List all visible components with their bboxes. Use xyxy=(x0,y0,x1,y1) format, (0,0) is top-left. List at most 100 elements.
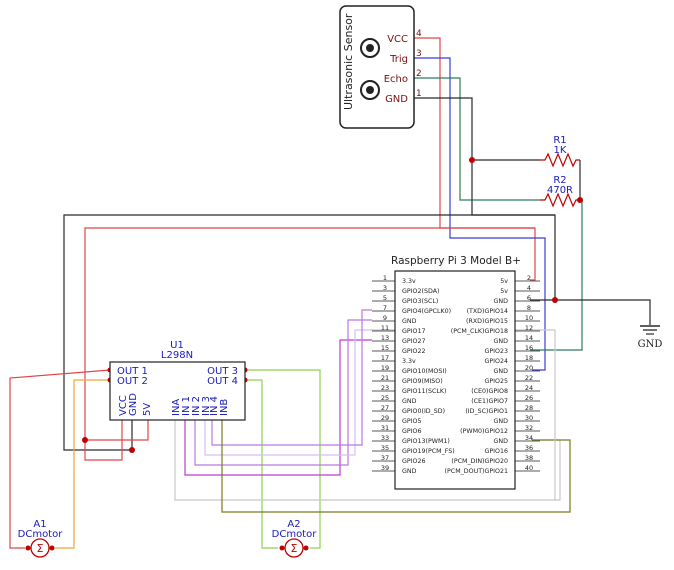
pi-pin-label-right: (PWM0)GPIO12 xyxy=(460,428,508,435)
pi-pin-number-right: 18 xyxy=(525,354,533,362)
r1-value: 1K xyxy=(554,145,567,156)
dc-motor-icon xyxy=(30,538,50,558)
resistor-r1: R1 1K xyxy=(540,135,580,168)
r2-value: 470R xyxy=(547,185,573,196)
motor-terminal xyxy=(303,545,309,551)
pi-pin-number-right: 40 xyxy=(525,464,533,472)
motor-a1-ref: A1 xyxy=(33,519,46,530)
sensor-title: Ultrasonic Sensor xyxy=(342,13,355,110)
driver-pin-vcc: VCC xyxy=(118,395,129,416)
pi-pin-number-left: 35 xyxy=(381,444,389,452)
pi-pin-number-right: 2 xyxy=(527,274,531,282)
l298n-driver: U1 L298N OUT 1 OUT 2 OUT 3 OUT 4 VCC GND… xyxy=(109,340,246,421)
driver-pin-gnd: GND xyxy=(128,393,139,416)
pi-pin-label-left: GPIO17 xyxy=(402,328,426,335)
wire-driver-5v xyxy=(85,420,149,441)
wire-in1 xyxy=(184,339,372,476)
driver-out3-label: OUT 3 xyxy=(207,366,238,377)
sensor-pin-vcc-label: VCC xyxy=(387,34,408,45)
sensor-pin-gnd-label: GND xyxy=(385,94,408,105)
sensor-transducer-core xyxy=(366,86,374,94)
pi-pin-label-left: GND xyxy=(402,398,417,405)
pi-pin-number-right: 12 xyxy=(525,324,533,332)
pi-body xyxy=(394,270,516,490)
pi-pin-number-right: 8 xyxy=(527,304,531,312)
wire-sensor-trig xyxy=(414,57,546,371)
wire-out4 xyxy=(245,379,278,549)
pi-pin-label-left: GPIO27 xyxy=(402,338,426,345)
pi-pin-number-right: 28 xyxy=(525,404,533,412)
driver-ref: U1 xyxy=(170,340,184,351)
driver-pin-inb: INB xyxy=(219,399,230,416)
pi-pin-label-right: GND xyxy=(494,368,509,375)
driver-out4-label: OUT 4 xyxy=(207,376,238,387)
sensor-body xyxy=(339,5,415,129)
pi-pin-number-left: 19 xyxy=(381,364,389,372)
pi-pin-label-left: GND xyxy=(402,468,417,475)
pi-pin-label-right: GND xyxy=(494,418,509,425)
wire-in4 xyxy=(211,309,372,446)
pi-pin-label-left: GPIO13(PWM1) xyxy=(402,438,450,445)
pi-pin-label-right: (PCM_DIN)GPIO20 xyxy=(451,458,508,465)
resistor-r2: R2 470R xyxy=(540,175,580,208)
pi-pin-label-left: GPIO4(GPCLK0) xyxy=(402,308,451,315)
pi-pin-label-right: 5v xyxy=(500,288,508,295)
pi-pin-number-left: 25 xyxy=(381,394,389,402)
pi-pin-label-left: GPIO10(MOSI) xyxy=(402,368,447,375)
driver-out2-label: OUT 2 xyxy=(117,376,148,387)
pi-pin-number-left: 21 xyxy=(381,374,389,382)
pi-pin-number-right: 14 xyxy=(525,334,533,342)
sigma-icon: Σ xyxy=(291,542,298,555)
pi-pin-number-right: 30 xyxy=(525,414,533,422)
driver-pin-in3: IN 3 xyxy=(201,396,212,416)
pi-pin-number-left: 13 xyxy=(381,334,389,342)
wire-driver-vcc xyxy=(84,227,535,461)
pi-pin-label-right: (CE1)GPIO7 xyxy=(471,398,508,405)
junction-dot xyxy=(552,297,558,303)
junction-dot xyxy=(129,447,135,453)
pi-pin-label-left: GPIO19(PCM_FS) xyxy=(402,448,455,455)
wire-gnd-symbol xyxy=(555,299,651,325)
wire-inb xyxy=(221,420,571,513)
sensor-pin-echo-label: Echo xyxy=(384,74,408,85)
pi-pin-number-left: 23 xyxy=(381,384,389,392)
driver-pin-in1: IN 1 xyxy=(181,396,192,416)
pi-pin-label-right: GPIO24 xyxy=(484,358,508,365)
pi-pin-number-right: 38 xyxy=(525,454,533,462)
junction-dot xyxy=(469,157,475,163)
sensor-pin-num: 2 xyxy=(416,69,422,79)
pi-pin-number-left: 39 xyxy=(381,464,389,472)
motor-terminal xyxy=(49,545,55,551)
pi-pin-number-right: 16 xyxy=(525,344,533,352)
pi-pin-label-right: GPIO23 xyxy=(484,348,508,355)
pi-pin-label-left: GPIO26 xyxy=(402,458,426,465)
motor-a1: A1 DCmotor Σ xyxy=(18,519,63,558)
wire-r2-gpio23 xyxy=(530,199,583,351)
pi-pin-label-right: GPIO16 xyxy=(484,448,508,455)
sensor-pin-trig-label: Trig xyxy=(389,54,408,65)
pi-pin-label-left: GPIO3(SCL) xyxy=(402,298,438,305)
dc-motor-icon xyxy=(284,538,304,558)
pi-pin-label-left: GPIO6 xyxy=(402,428,422,435)
wires xyxy=(9,37,651,549)
pi-pin-label-right: GND xyxy=(494,298,509,305)
wire-in3 xyxy=(204,329,372,456)
wire-out1 xyxy=(9,369,111,549)
pi-pin-number-right: 36 xyxy=(525,444,533,452)
junction-dot xyxy=(82,437,88,443)
pi-pin-number-left: 11 xyxy=(381,324,389,332)
wire-in2 xyxy=(194,319,372,466)
motor-terminal xyxy=(25,545,31,551)
driver-part: L298N xyxy=(161,350,193,361)
motor-a2-part: DCmotor xyxy=(272,529,318,540)
driver-out1-label: OUT 1 xyxy=(117,366,148,377)
gnd-label: GND xyxy=(638,339,663,350)
r2-ref: R2 xyxy=(553,175,566,186)
pi-pin-label-left: GND xyxy=(402,318,417,325)
pi-pin-number-left: 33 xyxy=(381,434,389,442)
pi-pin-label-left: GPIO9(MISO) xyxy=(402,378,443,385)
motor-a2: A2 DCmotor Σ xyxy=(272,519,318,558)
r1-ref: R1 xyxy=(553,135,566,146)
driver-pin-ina: INA xyxy=(171,399,182,416)
